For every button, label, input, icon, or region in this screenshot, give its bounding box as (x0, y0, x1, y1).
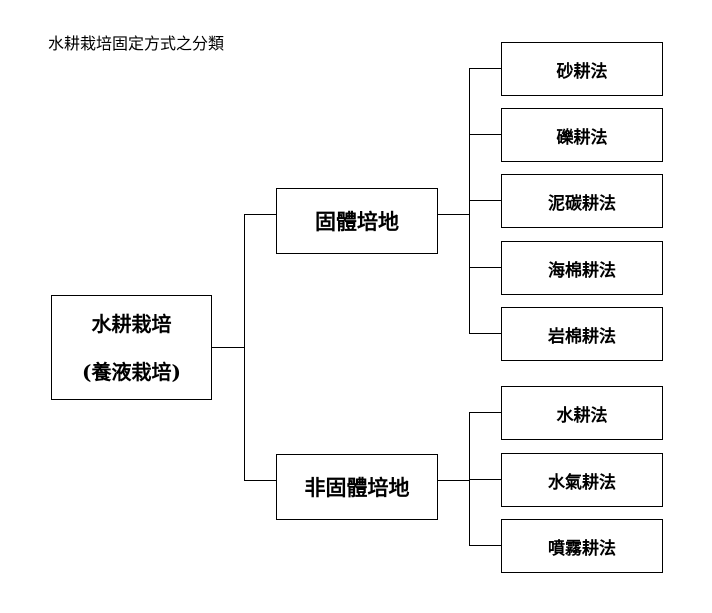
leaf-label: 水耕法 (556, 405, 608, 426)
leaf-label: 礫耕法 (556, 127, 608, 148)
root-label: 水耕栽培 (91, 311, 172, 336)
leaf-node: 水耕法 (501, 386, 663, 440)
leaf-label: 泥碳耕法 (548, 193, 616, 214)
leaf-node: 礫耕法 (501, 108, 663, 162)
root-sublabel: (養液栽培) (82, 359, 181, 384)
root-node: 水耕栽培 (養液栽培) (51, 295, 212, 400)
branch-label: 非固體培地 (304, 475, 410, 500)
leaf-label: 噴霧耕法 (548, 538, 616, 559)
branch-node-non-solid-medium: 非固體培地 (276, 454, 438, 520)
branch-node-solid-medium: 固體培地 (276, 188, 438, 254)
leaf-node: 砂耕法 (501, 42, 663, 96)
leaf-label: 岩棉耕法 (548, 326, 616, 347)
diagram-title: 水耕栽培固定方式之分類 (48, 34, 225, 53)
leaf-node: 海棉耕法 (501, 241, 663, 295)
leaf-node: 泥碳耕法 (501, 174, 663, 228)
leaf-node: 噴霧耕法 (501, 519, 663, 573)
leaf-label: 海棉耕法 (548, 260, 616, 281)
leaf-label: 砂耕法 (556, 61, 608, 82)
branch-label: 固體培地 (315, 209, 399, 234)
leaf-node: 水氣耕法 (501, 453, 663, 507)
leaf-label: 水氣耕法 (548, 472, 616, 493)
leaf-node: 岩棉耕法 (501, 307, 663, 361)
